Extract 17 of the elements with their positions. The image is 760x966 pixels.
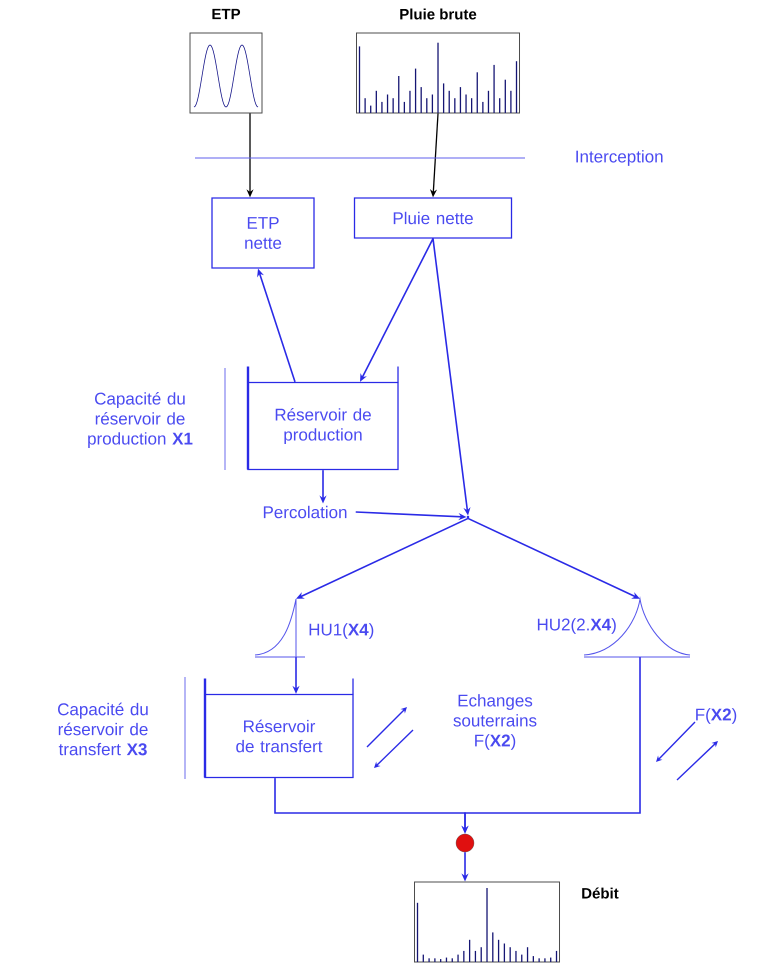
junction-point: [466, 516, 470, 518]
hydrograph-label: HU1(X4): [310, 623, 374, 639]
chart-title: ETP: [212, 8, 240, 20]
capacity-label: Capacité du réservoir de transfert X3: [58, 702, 148, 756]
chart-title: Débit: [582, 887, 619, 899]
exchange-label: Echanges souterrains F(X2): [453, 694, 536, 750]
exchange-label: F(X2): [696, 708, 736, 724]
process-box: ETP nette: [211, 197, 315, 269]
flow-label: Percolation: [264, 506, 346, 518]
hydrograph-label: HU2(2.X4): [538, 618, 616, 634]
process-box: Pluie nette: [354, 197, 512, 239]
interception-label: Interception: [576, 150, 662, 166]
reservoir-tank: Réservoir de production: [246, 366, 399, 470]
chart-title: Pluie brute: [400, 8, 476, 20]
junction-circle: [456, 834, 474, 852]
reservoir-tank: Réservoir de transfert: [204, 678, 354, 778]
capacity-label: Capacité du réservoir de production X1: [88, 392, 192, 448]
